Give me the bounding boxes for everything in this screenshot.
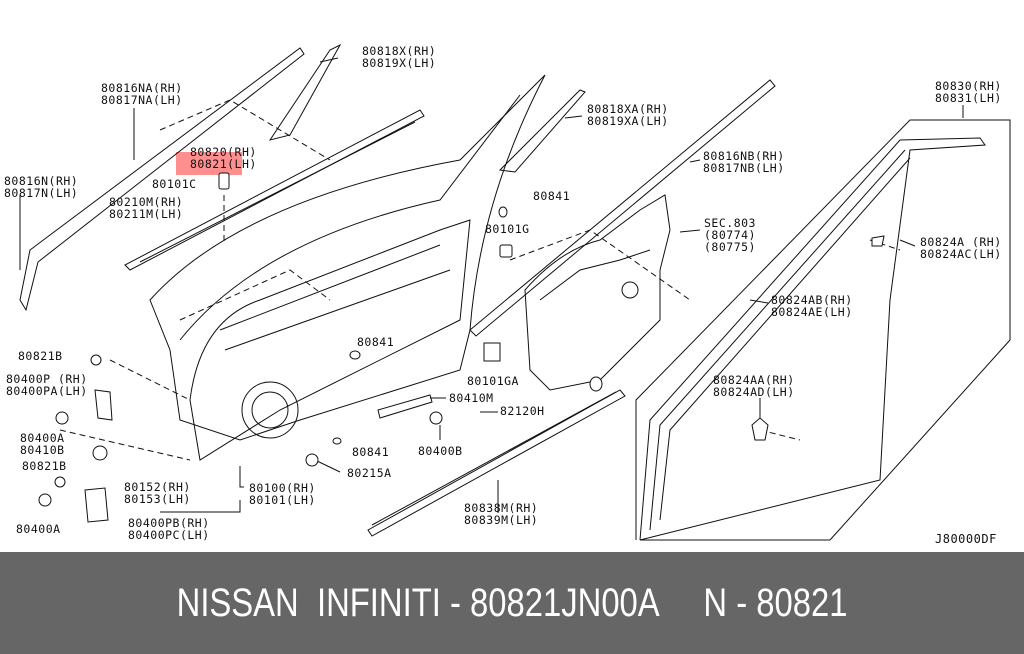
- part-label-80821b: 80821B: [22, 459, 67, 473]
- part-label-80818xarh: 80818XA(RH) 80819XA(LH): [587, 102, 669, 128]
- part-label-80101ga: 80101GA: [467, 374, 519, 388]
- part-label-80400b: 80400B: [418, 444, 463, 458]
- part-label-80841: 80841: [533, 189, 571, 203]
- part-label-80824aarh: 80824AA(RH) 80824AD(LH): [713, 373, 795, 399]
- part-label-80400a: 80400A 80410B: [20, 431, 65, 457]
- clip-80101c-icon: [218, 172, 230, 190]
- part-label-80400a: 80400A: [16, 522, 61, 536]
- part-label-80841: 80841: [352, 445, 390, 459]
- part-highlight: [176, 152, 242, 175]
- part-label-80816nrh: 80816N(RH) 80817N(LH): [4, 174, 79, 200]
- part-label-80816nbrh: 80816NB(RH) 80817NB(LH): [703, 149, 785, 175]
- parts-diagram: 80818X(RH) 80819X(LH) 80816NA(RH) 80817NA…: [4, 43, 1011, 546]
- part-label-80400pbrh: 80400PB(RH) 80400PC(LH): [128, 516, 210, 542]
- part-label-80100rh: 80100(RH) 80101(LH): [249, 481, 316, 507]
- part-label-80101g: 80101G: [485, 222, 530, 236]
- part-label-80824abrh: 80824AB(RH) 80824AE(LH): [771, 293, 853, 319]
- part-label-80101c: 80101C: [152, 177, 197, 191]
- part-label-80152rh: 80152(RH) 80153(LH): [124, 480, 191, 506]
- part-label-80818xrh: 80818X(RH) 80819X(LH): [362, 44, 437, 70]
- part-label-80830rh: 80830(RH) 80831(LH): [935, 79, 1002, 105]
- part-label-82120h: 82120H: [500, 404, 545, 418]
- part-label-80210mrh: 80210M(RH) 80211M(LH): [109, 195, 184, 221]
- part-label-80838mrh: 80838M(RH) 80839M(LH): [464, 501, 539, 527]
- part-label-80821b: 80821B: [18, 349, 63, 363]
- part-label-80816narh: 80816NA(RH) 80817NA(LH): [101, 81, 183, 107]
- part-number-banner: NISSAN INFINITI - 80821JN00A N - 80821: [0, 552, 1024, 654]
- part-label-80215a: 80215A: [347, 466, 392, 480]
- part-label-80820rh: 80820(RH) 80821(LH): [190, 145, 257, 171]
- part-label-80824arh: 80824A (RH) 80824AC(LH): [920, 235, 1002, 261]
- part-label-80841: 80841: [357, 335, 395, 349]
- part-label-sec803: SEC.803 (80774) (80775): [704, 216, 756, 254]
- part-label-80410m: 80410M: [449, 391, 494, 405]
- door-exploded-view-drawing: [19, 43, 1011, 541]
- part-number-title: NISSAN INFINITI - 80821JN00A N - 80821: [176, 580, 848, 625]
- diagram-code: J80000DF: [935, 532, 997, 546]
- part-label-80400prh: 80400P (RH) 80400PA(LH): [6, 372, 88, 398]
